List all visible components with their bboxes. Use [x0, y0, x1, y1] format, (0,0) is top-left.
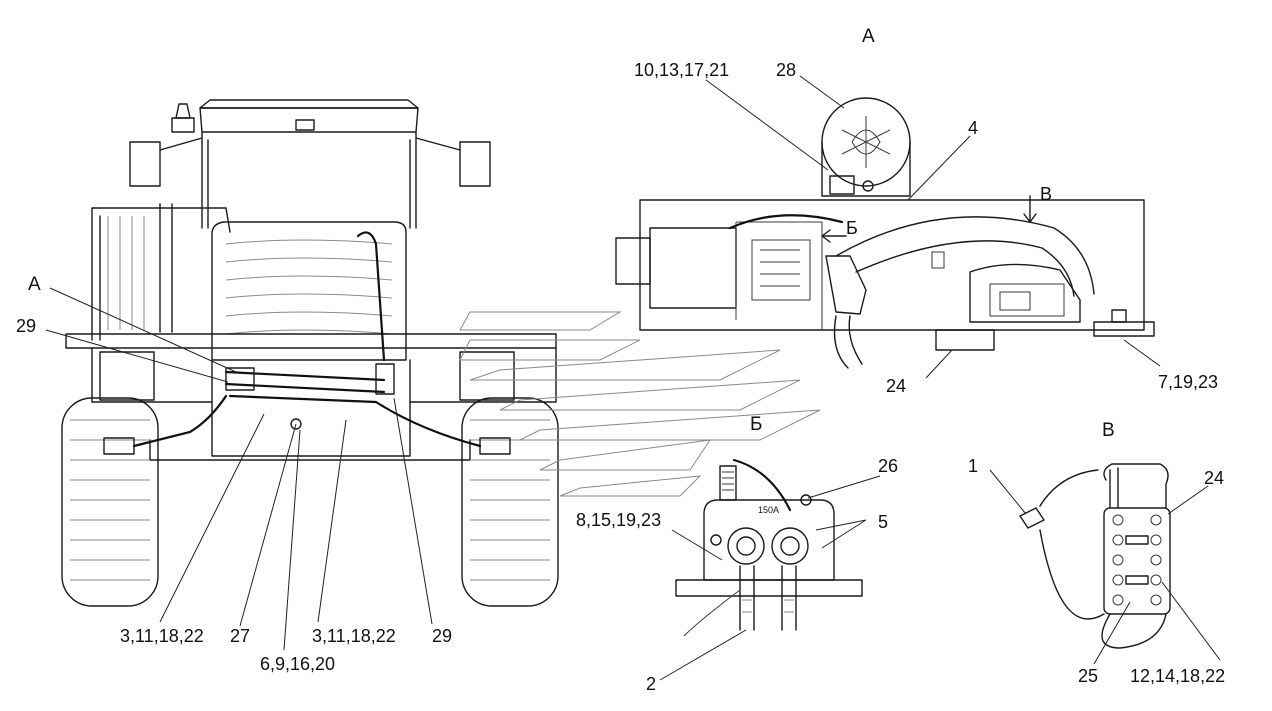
fuse-rating-label: 150А — [758, 505, 779, 515]
callout-labels: А 10,13,17,21 28 4 В Б 24 7,19,23 А 29 3… — [16, 26, 1225, 694]
callout-7-19-23: 7,19,23 — [1158, 372, 1218, 392]
tractor-rear-view — [61, 99, 559, 607]
view-a-detail — [615, 97, 1155, 369]
section-v-mark: В — [1040, 184, 1052, 204]
callout-12-14-18-22: 12,14,18,22 — [1130, 666, 1225, 686]
view-a-title: А — [862, 26, 875, 47]
view-a-reference: А — [28, 274, 41, 295]
callout-3-11-18-22-right: 3,11,18,22 — [312, 626, 396, 646]
callout-26: 26 — [878, 456, 898, 476]
view-v-detail — [1019, 463, 1171, 649]
callout-24-view-v: 24 — [1204, 468, 1224, 488]
callout-1: 1 — [968, 456, 978, 476]
callout-2: 2 — [646, 674, 656, 694]
callout-24-view-a: 24 — [886, 376, 906, 396]
callout-29-right: 29 — [432, 626, 452, 646]
view-b-title: Б — [750, 414, 762, 435]
callout-25: 25 — [1078, 666, 1098, 686]
leader-lines — [45, 75, 1221, 681]
section-leader-bands — [459, 311, 821, 497]
callout-28: 28 — [776, 60, 796, 80]
callout-8-15-19-23: 8,15,19,23 — [576, 510, 661, 530]
callout-27: 27 — [230, 626, 250, 646]
callout-3-11-18-22-left: 3,11,18,22 — [120, 626, 204, 646]
view-v-title: В — [1102, 420, 1115, 441]
callout-4: 4 — [968, 118, 978, 138]
section-b-mark: Б — [846, 218, 858, 238]
view-b-detail: 150А — [675, 458, 863, 637]
callout-5: 5 — [878, 512, 888, 532]
callout-6-9-16-20: 6,9,16,20 — [260, 654, 335, 674]
callout-29-left: 29 — [16, 316, 36, 336]
callout-10-13-17-21: 10,13,17,21 — [634, 60, 729, 80]
